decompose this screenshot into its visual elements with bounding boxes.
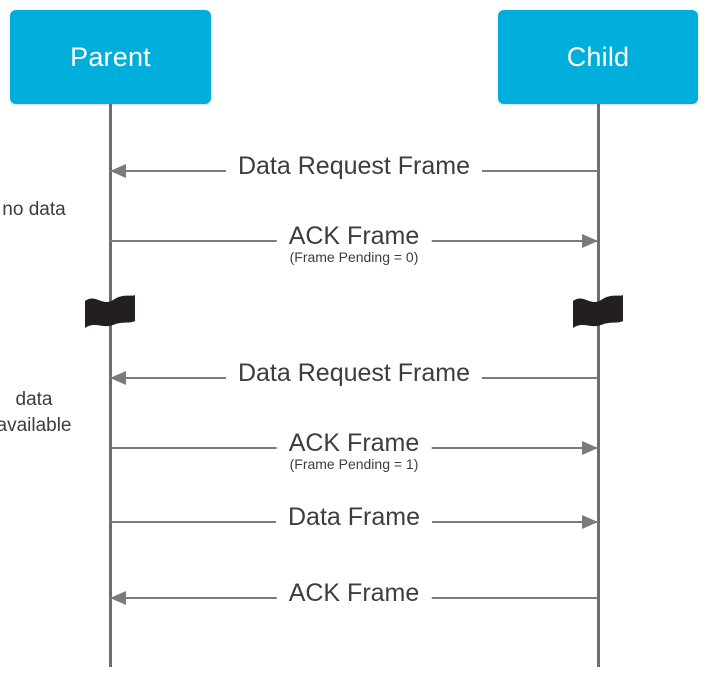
message-line-left: [110, 447, 360, 449]
time-break-flag-icon-parent: [83, 293, 137, 331]
message-sublabel: (Frame Pending = 1): [283, 457, 425, 471]
participant-label-child: Child: [566, 41, 630, 72]
message-line-left: [110, 240, 360, 242]
message-label: Data Request Frame: [225, 154, 483, 179]
message-line-left: [110, 521, 365, 523]
participant-box-parent[interactable]: Parent: [10, 10, 211, 104]
participant-label-parent: Parent: [70, 41, 151, 72]
time-break-flag-icon-child: [571, 293, 625, 331]
note-no-data: no data: [2, 199, 66, 220]
message-line-left: [110, 597, 365, 599]
message-line-right: [348, 447, 598, 449]
lifeline-child: [597, 104, 600, 667]
message-label: ACK Frame: [276, 224, 432, 249]
message-label: ACK Frame: [276, 581, 432, 606]
message-line-right: [348, 240, 598, 242]
participant-box-child[interactable]: Child: [498, 10, 698, 104]
message-sublabel: (Frame Pending = 0): [283, 250, 425, 264]
message-line-right: [343, 597, 598, 599]
message-label: Data Request Frame: [225, 361, 483, 386]
message-line-right: [343, 521, 598, 523]
message-label: ACK Frame: [276, 431, 432, 456]
note-data-available: data available: [0, 389, 72, 436]
lifeline-parent: [109, 104, 112, 667]
message-label: Data Frame: [276, 505, 432, 530]
